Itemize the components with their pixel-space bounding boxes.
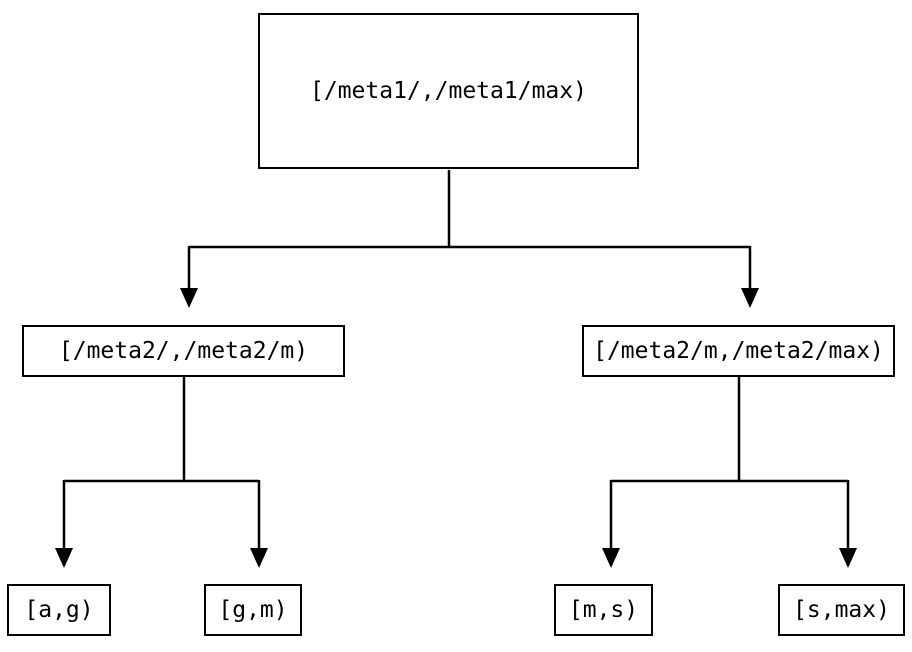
node-meta2-right: [/meta2/m,/meta2/max) <box>582 325 895 377</box>
arrowhead-down-icon <box>741 288 759 308</box>
edge-root-left <box>180 170 451 308</box>
edge-left-leaf1 <box>55 377 186 568</box>
node-leaf-s-max: [s,max) <box>778 584 905 636</box>
node-leaf-a-g: [a,g) <box>7 584 111 636</box>
arrowhead-down-icon <box>250 548 268 568</box>
edge-root-right <box>449 245 759 308</box>
arrowhead-down-icon <box>839 548 857 568</box>
node-leaf-m-s-label: [m,s) <box>568 596 639 623</box>
arrowhead-down-icon <box>602 548 620 568</box>
arrowhead-down-icon <box>55 548 73 568</box>
edge-right-leaf4 <box>739 479 857 568</box>
edge-left-leaf2 <box>184 479 268 568</box>
node-leaf-s-max-label: [s,max) <box>793 596 890 623</box>
node-meta2-left: [/meta2/,/meta2/m) <box>22 325 345 377</box>
node-leaf-m-s: [m,s) <box>554 584 653 636</box>
node-root-label: [/meta1/,/meta1/max) <box>310 77 587 104</box>
node-meta2-left-label: [/meta2/,/meta2/m) <box>58 337 309 364</box>
arrowhead-down-icon <box>180 288 198 308</box>
edge-right-leaf3 <box>602 377 741 568</box>
node-leaf-g-m: [g,m) <box>204 584 302 636</box>
node-root: [/meta1/,/meta1/max) <box>258 13 639 169</box>
node-leaf-g-m-label: [g,m) <box>218 596 288 623</box>
node-leaf-a-g-label: [a,g) <box>24 596 94 623</box>
node-meta2-right-label: [/meta2/m,/meta2/max) <box>593 337 884 364</box>
